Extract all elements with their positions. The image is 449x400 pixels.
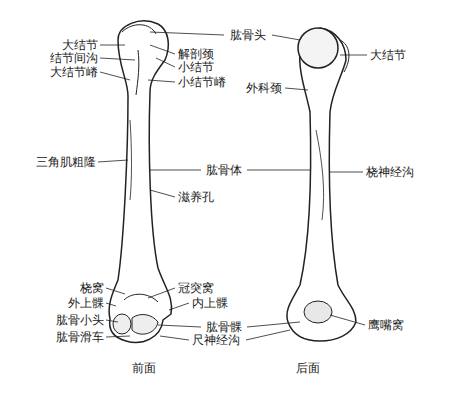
part-label: 解剖颈 (178, 47, 214, 61)
part-label: 肱骨髁 (206, 320, 242, 334)
part-label: 内上髁 (192, 296, 228, 310)
part-label: 小结节嵴 (178, 75, 226, 89)
part-label: 小结节 (178, 60, 214, 74)
part-label: 大结节 (62, 38, 98, 52)
part-label: 大结节嵴 (50, 65, 98, 79)
part-label: 尺神经沟 (192, 333, 240, 347)
part-label: 滋养孔 (178, 190, 214, 204)
part-label: 前面 (132, 361, 156, 375)
part-label: 三角肌粗隆 (36, 155, 96, 169)
part-label: 肱骨头 (230, 28, 266, 42)
leader-lines (98, 32, 367, 340)
part-label: 鹰嘴窝 (368, 318, 404, 332)
part-label: 肱骨体 (206, 163, 242, 177)
part-label: 结节间沟 (50, 51, 98, 65)
part-label: 大结节 (370, 48, 406, 62)
part-label: 肱骨小头 (56, 313, 104, 327)
part-label: 外科颈 (246, 81, 282, 95)
part-label: 外上髁 (68, 296, 104, 310)
part-label: 后面 (296, 361, 320, 375)
part-label: 冠突窝 (178, 281, 214, 295)
part-label: 肱骨滑车 (56, 330, 104, 344)
part-label: 桡窝 (80, 281, 104, 295)
part-label: 桡神经沟 (366, 165, 414, 179)
